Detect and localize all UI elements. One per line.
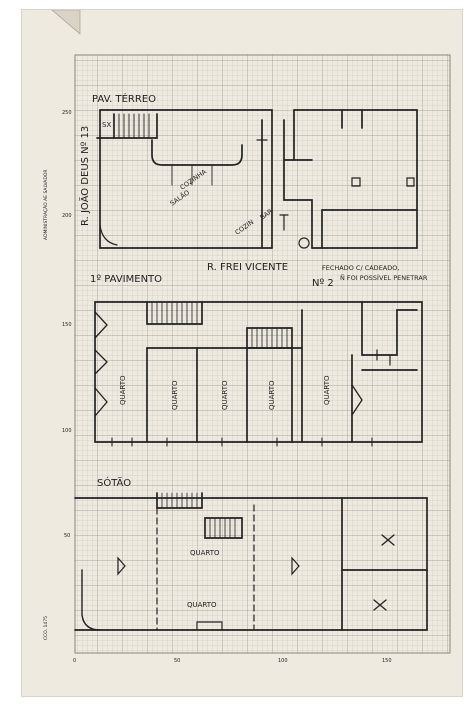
x-scale-50: 50	[174, 658, 180, 664]
street-bottom-label: R. FREI VICENTE	[207, 262, 288, 273]
ground-floor-plan	[96, 109, 418, 249]
y-scale-50: 50	[64, 533, 70, 539]
margin-note: ADMINISTRAÇÃO AE SALVADOR	[42, 170, 49, 241]
first-room-2: QUARTO	[171, 380, 179, 410]
street-side-label: R. JOÃO DEUS Nº 13	[78, 126, 91, 226]
corner-code: CCO. 1475	[43, 616, 49, 640]
attic-title: SÓTÃO	[97, 476, 131, 489]
ground-floor-title: PAV. TÉRREO	[92, 92, 156, 105]
first-room-3: QUARTO	[221, 380, 229, 410]
y-scale-100: 100	[62, 428, 72, 434]
first-room-1: QUARTO	[119, 375, 127, 405]
attic-room-1: QUARTO	[190, 549, 220, 557]
first-floor-plan	[94, 301, 423, 447]
attic-plan	[74, 492, 428, 631]
x-scale-100: 100	[278, 658, 288, 664]
y-scale-250: 250	[62, 110, 72, 116]
floor-plan-drawing: PAV. TÉRREO R. JOÃO DEUS Nº 13 SX COZINH…	[42, 10, 451, 664]
first-room-5: QUARTO	[323, 375, 331, 405]
closed-note-line2: Ñ FOI POSSÍVEL PENETRAR	[340, 273, 428, 282]
ground-room-sx: SX	[102, 121, 111, 129]
street-number-label: Nº 2	[312, 278, 334, 289]
folded-corner	[51, 10, 81, 35]
y-scale-200: 200	[62, 213, 72, 219]
drawing-sheet: PAV. TÉRREO R. JOÃO DEUS Nº 13 SX COZINH…	[22, 10, 462, 696]
x-scale-150: 150	[382, 658, 392, 664]
closed-note-line1: FECHADO C/ CADEADO,	[322, 264, 399, 272]
first-floor-title: 1º PAVIMENTO	[90, 274, 162, 285]
y-scale-150: 150	[62, 322, 72, 328]
x-scale-0: 0	[73, 658, 76, 664]
first-room-4: QUARTO	[268, 380, 276, 410]
attic-room-2: QUARTO	[187, 601, 217, 609]
